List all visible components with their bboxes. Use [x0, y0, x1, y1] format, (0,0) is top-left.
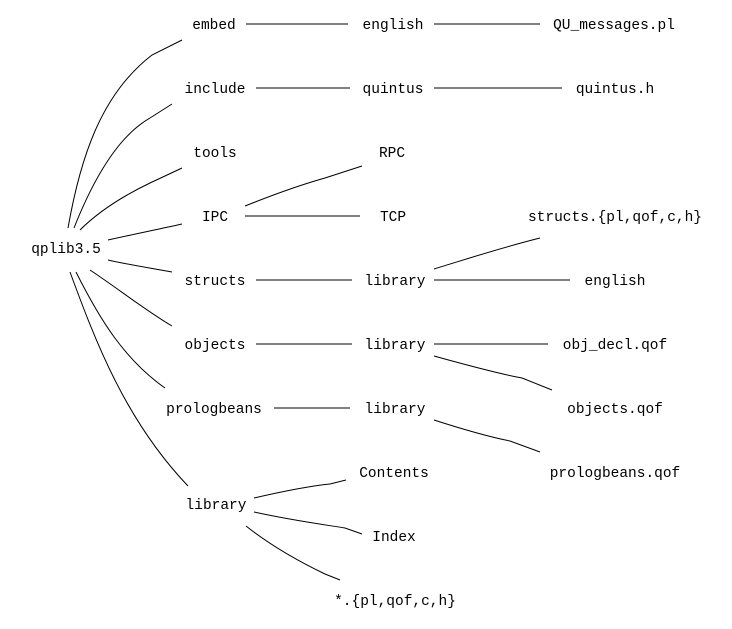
edge-root-include — [73, 103, 173, 229]
node-library-files: *.{pl,qof,c,h} — [334, 594, 456, 610]
node-qu-messages: QU_messages.pl — [553, 18, 675, 34]
edge-root-library — [69, 271, 189, 487]
node-quintus: quintus — [362, 82, 424, 98]
node-quintus-h: quintus.h — [575, 82, 655, 98]
node-objects: objects — [184, 338, 246, 354]
node-prologbeans-qof: prologbeans.qof — [549, 466, 681, 482]
node-obj-decl: obj_decl.qof — [562, 338, 668, 354]
node-library: library — [185, 498, 247, 514]
node-structs-files: structs.{pl,qof,c,h} — [527, 210, 703, 226]
node-prologbeans: prologbeans — [166, 402, 262, 418]
node-tcp: TCP — [379, 210, 407, 226]
node-ipc: IPC — [201, 210, 229, 226]
node-objects-qof: objects.qof — [567, 402, 663, 418]
edge-root-tools — [79, 167, 183, 231]
node-include: include — [184, 82, 246, 98]
edge-root-prologbeans — [75, 271, 166, 389]
edge-library-index — [253, 511, 363, 535]
node-root: qplib3.5 — [31, 242, 101, 258]
edge-root-ipc — [107, 223, 183, 241]
node-embed: embed — [192, 18, 236, 34]
edge-root-structs — [107, 259, 173, 273]
edge-root-embed — [67, 39, 183, 229]
edge-prologbeans-library-qof — [433, 419, 541, 453]
node-structs-english: english — [584, 274, 646, 290]
node-index: Index — [372, 530, 416, 546]
edge-library-contents — [253, 479, 347, 499]
node-embed-english: english — [362, 18, 424, 34]
node-contents: Contents — [359, 466, 429, 482]
edge-library-files — [245, 525, 341, 581]
node-rpc: RPC — [378, 146, 406, 162]
node-structs-library: library — [364, 274, 426, 290]
edge-objects-library-objects-qof — [433, 355, 553, 391]
edge-root-objects — [89, 269, 173, 327]
edge-structs-library-files — [433, 237, 541, 270]
node-tools: tools — [193, 146, 237, 162]
node-objects-library: library — [364, 338, 426, 354]
node-structs: structs — [184, 274, 246, 290]
node-prologbeans-library: library — [364, 402, 426, 418]
edge-ipc-rpc — [244, 165, 363, 207]
